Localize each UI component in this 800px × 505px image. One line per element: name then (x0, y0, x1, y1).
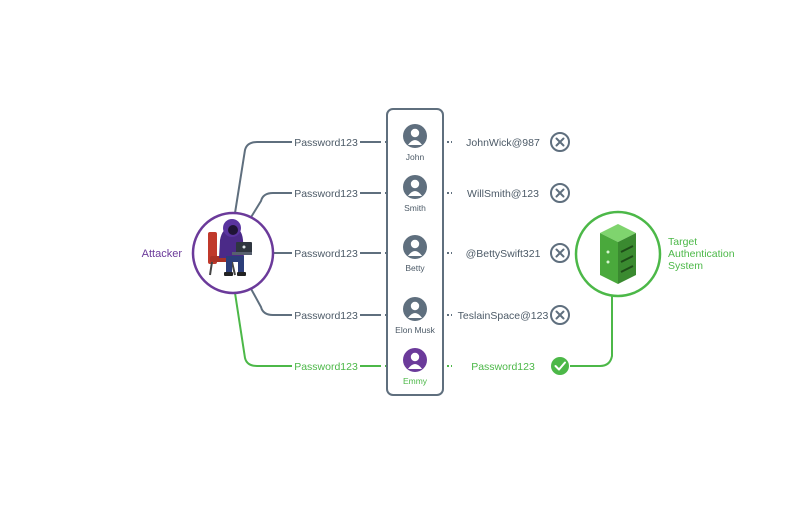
x-circle-icon (550, 183, 570, 203)
attacker-connector-0 (234, 141, 379, 214)
x-circle-icon (550, 305, 570, 325)
target-node: Target Authentication System (574, 210, 737, 298)
user-avatar-icon (403, 175, 427, 199)
user-name-label: Elon Musk (395, 325, 435, 335)
label-bg (452, 244, 552, 260)
target-label-line-1: Target (668, 236, 697, 248)
attempt-rows: Password123JohnJohnWick@987Password123Sm… (292, 124, 570, 386)
user-avatar-icon (403, 348, 427, 372)
user-name-label: John (406, 152, 425, 162)
sprayed-password-label: Password123 (294, 188, 358, 200)
label-bg (292, 357, 360, 373)
label-bg (292, 133, 360, 149)
sprayed-password-label: Password123 (294, 361, 358, 373)
label-bg (452, 133, 552, 149)
actual-password-label: TeslainSpace@123 (458, 310, 549, 322)
attacker-node: Attacker (142, 211, 275, 295)
attacker-connector-4 (234, 292, 379, 367)
target-label-line-3: System (668, 260, 703, 272)
success-connector-to-target (570, 296, 613, 367)
sprayed-password-label: Password123 (294, 248, 358, 260)
label-bg (452, 357, 552, 373)
target-label-line-2: Authentication (668, 248, 735, 260)
hacker-with-laptop-icon (208, 219, 252, 276)
actual-password-label: JohnWick@987 (466, 137, 540, 149)
label-bg (452, 184, 552, 200)
label-bg (292, 244, 360, 260)
user-avatar-icon (403, 124, 427, 148)
user-name-label: Smith (404, 203, 426, 213)
actual-password-label: WillSmith@123 (467, 188, 539, 200)
sprayed-password-label: Password123 (294, 310, 358, 322)
label-bg (292, 184, 360, 200)
attacker-label: Attacker (142, 248, 183, 260)
check-circle-icon (551, 357, 569, 375)
x-circle-icon (550, 243, 570, 263)
server-icon (600, 224, 636, 284)
sprayed-password-label: Password123 (294, 137, 358, 149)
attacker-connector-3 (250, 288, 379, 316)
label-bg (452, 306, 552, 322)
actual-password-label: @BettySwift321 (466, 248, 541, 260)
user-name-label: Betty (405, 263, 425, 273)
user-name-label: Emmy (403, 376, 428, 386)
target-label: Target Authentication System (668, 236, 737, 272)
actual-password-label: Password123 (471, 361, 535, 373)
attacker-connector-1 (250, 192, 379, 218)
x-circle-icon (550, 132, 570, 152)
user-avatar-icon (403, 235, 427, 259)
label-bg (292, 306, 360, 322)
user-avatar-icon (403, 297, 427, 321)
